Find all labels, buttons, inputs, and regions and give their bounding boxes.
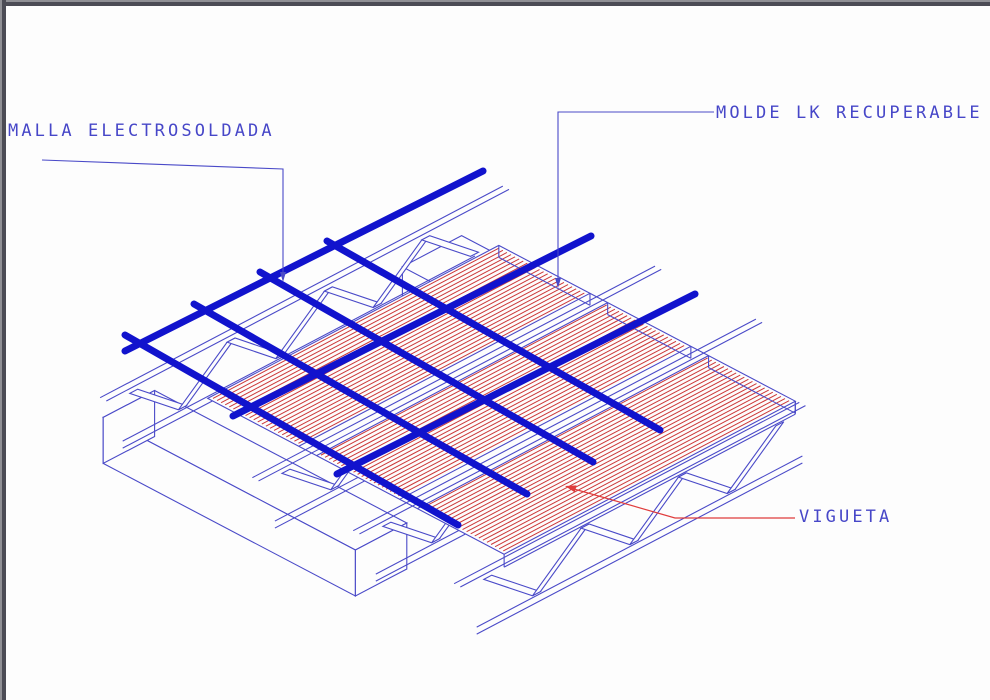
label-vigueta: VIGUETA (799, 507, 893, 527)
welded-mesh-grid (121, 167, 699, 529)
label-molde-lk-recuperable: MOLDE LK RECUPERABLE (716, 103, 983, 123)
near-support-beam (102, 389, 408, 597)
label-malla-electrosoldada: MALLA ELECTROSOLDADA (8, 121, 275, 141)
window-frame-top (0, 0, 990, 6)
annotation-leaders (41, 111, 795, 519)
window-frame-left (0, 0, 6, 700)
